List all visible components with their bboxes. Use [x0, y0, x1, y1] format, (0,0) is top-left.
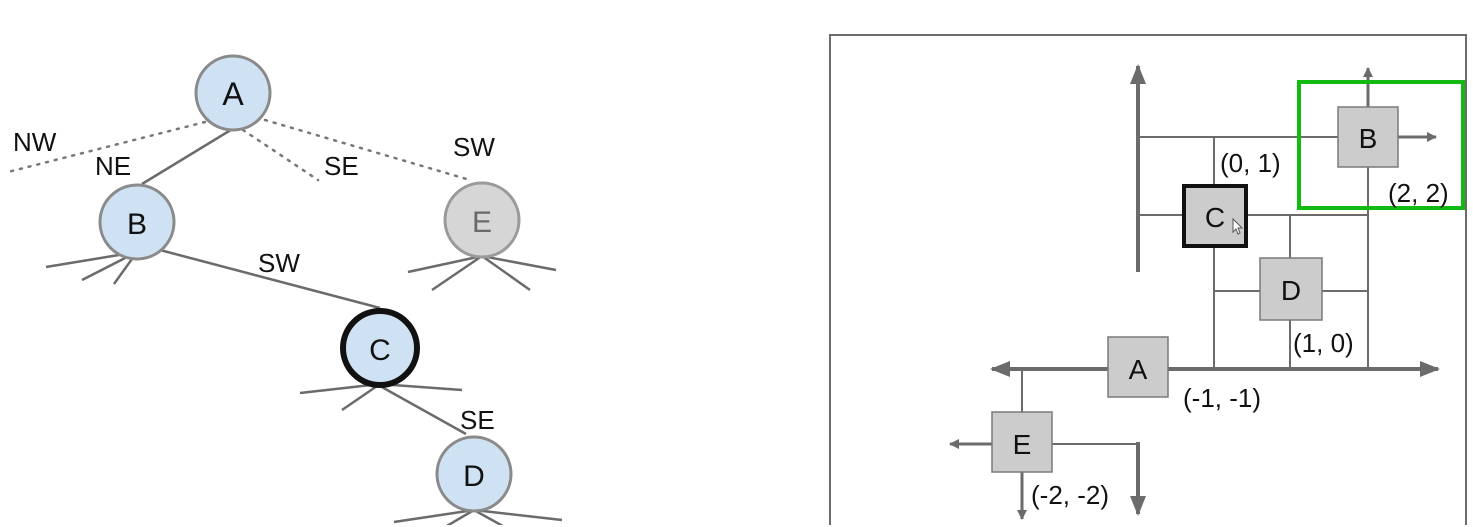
tree-node-a[interactable]: A: [194, 54, 272, 132]
quadtree-diagram: A B E C D NW NE SE SW SW SE: [6, 54, 563, 525]
point-box-a[interactable]: A: [1107, 336, 1169, 398]
tree-node-b-label: B: [127, 208, 147, 241]
point-box-b-label: B: [1359, 123, 1378, 154]
edge-label-a-ne: NE: [95, 151, 131, 181]
tree-node-e[interactable]: E: [443, 181, 521, 259]
plane-diagram: A E B D C (0, 1) (2, 2) (1, 0) (-1, -1) …: [949, 64, 1465, 520]
tree-node-c-label: C: [369, 334, 391, 367]
stubs-d: [393, 508, 563, 525]
edge-a-se: [241, 128, 320, 182]
tree-node-d-label: D: [463, 460, 485, 493]
tree-node-d[interactable]: D: [435, 435, 513, 513]
coord-label-c: (0, 1): [1220, 148, 1281, 178]
coord-label-d: (1, 0): [1293, 328, 1354, 358]
edge-c-se: [379, 384, 467, 436]
edge-label-a-sw: SW: [453, 132, 495, 162]
edge-a-sw: [263, 118, 472, 182]
highlight-box-b: [1297, 80, 1465, 210]
edge-label-c-se: SE: [460, 405, 495, 435]
edge-label-a-nw: NW: [13, 127, 57, 157]
edge-a-nw: [6, 120, 207, 174]
coord-label-b: (2, 2): [1388, 178, 1449, 208]
point-box-c-label: C: [1205, 202, 1225, 233]
tree-node-e-label: E: [472, 206, 492, 239]
point-box-c[interactable]: C: [1182, 184, 1248, 248]
point-box-d[interactable]: D: [1259, 257, 1323, 321]
point-box-b[interactable]: B: [1337, 106, 1399, 168]
point-box-d-label: D: [1281, 275, 1301, 306]
edge-label-b-sw: SW: [258, 248, 300, 278]
edge-a-ne: [141, 126, 235, 186]
plane-panel: A E B D C (0, 1) (2, 2) (1, 0) (-1, -1) …: [829, 34, 1467, 525]
point-box-e[interactable]: E: [991, 411, 1053, 473]
lines-b: [1138, 67, 1437, 369]
point-box-a-label: A: [1129, 354, 1148, 385]
lines-d: [1214, 215, 1368, 369]
lines-c: [1138, 137, 1368, 369]
coord-label-a: (-1, -1): [1183, 383, 1261, 413]
stubs-e: [407, 254, 557, 292]
coord-label-e: (-2, -2): [1031, 480, 1109, 510]
tree-node-a-label: A: [222, 76, 244, 112]
point-box-e-label: E: [1013, 429, 1032, 460]
tree-node-c[interactable]: C: [340, 308, 420, 388]
edge-b-sw: [159, 248, 381, 310]
tree-node-b[interactable]: B: [98, 183, 176, 261]
edge-label-a-se: SE: [324, 151, 359, 181]
cursor-icon: [1232, 217, 1244, 235]
lines-e: [949, 369, 1138, 520]
